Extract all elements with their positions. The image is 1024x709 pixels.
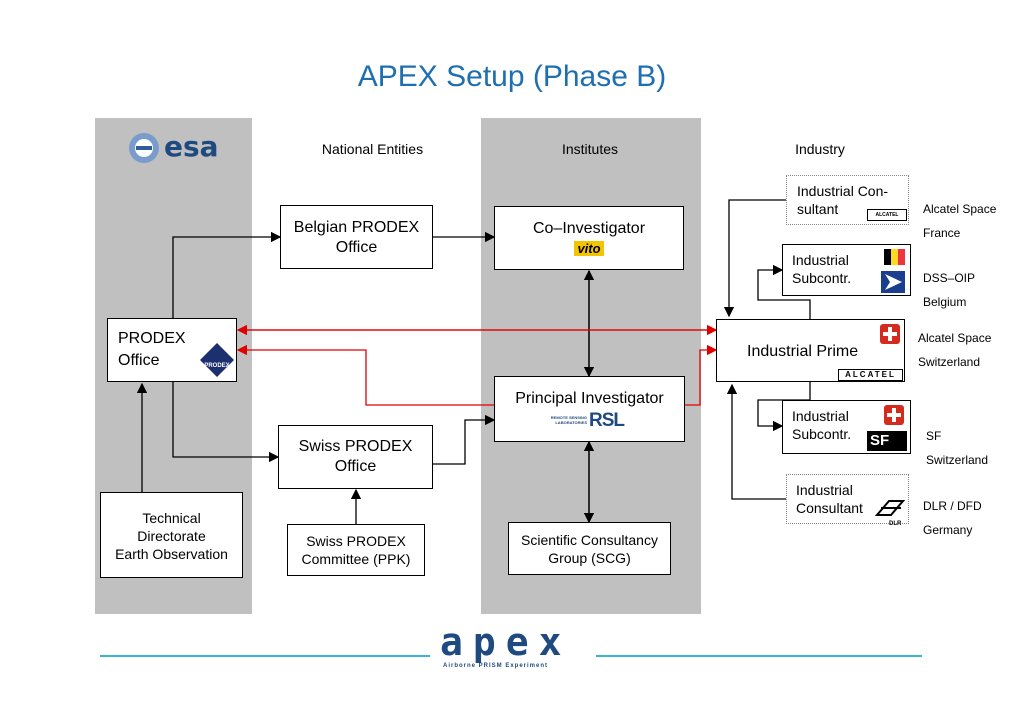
dlr-mark-icon [874, 500, 906, 516]
scg-line2: Group (SCG) [548, 550, 631, 566]
industrial-prime-label: Industrial Prime [747, 343, 859, 360]
industrial-prime-box: Industrial Prime ALCATEL [716, 319, 905, 382]
prodex-office-box: PRODEX Office PRODEX [107, 318, 237, 382]
scientific-consultancy-group-box: Scientific Consultancy Group (SCG) [508, 522, 671, 575]
header-institutes: Institutes [561, 141, 619, 157]
principal-investigator-label: Principal Investigator [515, 390, 664, 407]
industrial-subcontractor-belgium-box: Industrial Subcontr. [782, 244, 911, 296]
ppk-line2: Committee (PPK) [301, 551, 411, 567]
industrial-subcontractor-switzerland-box: Industrial Subcontr. SF [782, 400, 911, 454]
industrial-consultant-top-box: Industrial Con- sultant ALCATEL [786, 175, 909, 225]
header-industry: Industry [795, 141, 845, 157]
vito-logo: vito [574, 241, 604, 256]
alcatel-logo-top: ALCATEL [867, 209, 907, 221]
rsl-logo: REMOTE SENSING LABORATORIES RSL [550, 410, 625, 431]
swiss-flag-icon-prime [880, 324, 900, 344]
side-label-alcatel-france: Alcatel Space France [923, 202, 997, 240]
ind-sub-ch-line2: Subcontr. [792, 426, 852, 442]
dlr-logo: DLR [874, 499, 906, 527]
belgian-prodex-office-box: Belgian PRODEX Office [280, 205, 433, 269]
header-national-entities: National Entities [321, 141, 424, 157]
technical-directorate-box: Technical Directorate Earth Observation [100, 492, 243, 578]
alcatel-logo-prime: ALCATEL [838, 369, 903, 381]
industrial-consultant-bottom-box: Industrial Consultant DLR [786, 474, 909, 527]
footer-line-left [100, 655, 430, 657]
ind-sub-ch-line1: Industrial [792, 408, 849, 424]
esa-wordmark: esa [164, 130, 219, 163]
ind-consultant-top-line2: sultant [797, 201, 839, 217]
tech-dir-line2: Directorate [137, 528, 206, 544]
co-investigator-box: Co–Investigator vito [494, 206, 684, 270]
belgium-flag-icon [884, 249, 905, 265]
swiss-prodex-office-box: Swiss PRODEX Office [278, 425, 433, 489]
side-label-dlr-germany: DLR / DFD Germany [923, 499, 982, 537]
footer-line-right [596, 655, 922, 657]
ind-sub-be-line2: Subcontr. [792, 270, 852, 286]
ind-consultant-bot-line2: Consultant [796, 500, 863, 516]
sf-logo: SF [867, 431, 907, 451]
tech-dir-line1: Technical [142, 510, 201, 526]
prodex-diamond-icon [200, 343, 234, 377]
swiss-line2: Office [334, 458, 377, 475]
esa-globe-icon [129, 133, 159, 163]
scg-line1: Scientific Consultancy [521, 532, 658, 548]
tech-dir-line3: Earth Observation [115, 546, 228, 562]
esa-logo: esa [128, 130, 228, 166]
ppk-line1: Swiss PRODEX [306, 533, 406, 549]
ind-consultant-top-line1: Industrial Con- [797, 183, 889, 199]
apex-tagline: Airborne PRISM Experiment [443, 663, 549, 669]
side-label-alcatel-switzerland: Alcatel Space Switzerland [918, 331, 992, 369]
prodex-office-label: PRODEX Office [118, 330, 186, 369]
ind-consultant-bot-line1: Industrial [796, 482, 853, 498]
belgian-line2: Office [335, 239, 378, 256]
side-label-sf-switzerland: SF Switzerland [926, 429, 989, 467]
swiss-prodex-committee-box: Swiss PRODEX Committee (PPK) [287, 524, 425, 576]
ind-sub-be-line1: Industrial [792, 252, 849, 268]
side-label-dss-belgium: DSS–OIP Belgium [923, 271, 976, 309]
principal-investigator-box: Principal Investigator REMOTE SENSING LA… [494, 376, 685, 442]
swiss-flag-icon-subcontr [884, 405, 904, 425]
dss-logo-icon [881, 271, 905, 293]
swiss-line1: Swiss PRODEX [298, 438, 413, 455]
prodex-logo: PRODEX [200, 343, 234, 377]
belgian-line1: Belgian PRODEX [293, 219, 420, 236]
apex-logo: apex [440, 620, 572, 664]
page-title: APEX Setup (Phase B) [357, 60, 667, 93]
co-investigator-label: Co–Investigator [532, 220, 646, 237]
